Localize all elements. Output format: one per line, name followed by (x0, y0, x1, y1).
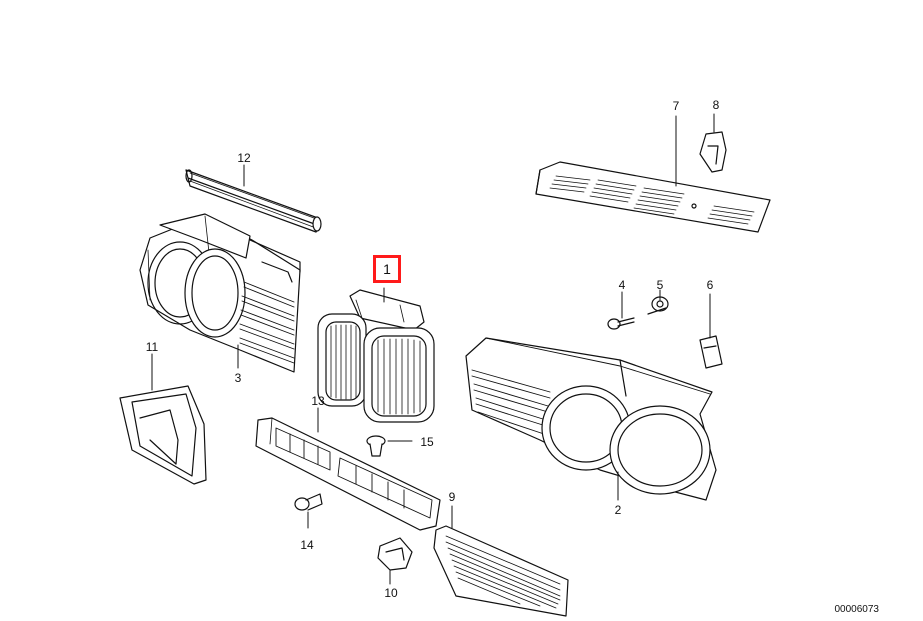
callout-label-part-4: 4 (618, 278, 626, 292)
push-clip-part-14 (295, 494, 322, 528)
screw-part-4 (608, 292, 634, 329)
right-headlight-grille-part-2 (466, 338, 716, 500)
clip-part-6 (700, 294, 722, 368)
callout-label-part-8: 8 (712, 98, 720, 112)
callout-label-part-12: 12 (237, 151, 251, 165)
kidney-grille-part-1 (318, 288, 434, 422)
callout-label-part-2: 2 (614, 503, 622, 517)
callout-label-part-1: 1 (373, 255, 401, 283)
callout-label-part-13: 13 (311, 394, 325, 408)
air-duct-part-11 (120, 354, 206, 484)
callout-label-part-6: 6 (706, 278, 714, 292)
nut-part-5 (648, 290, 668, 314)
callout-label-part-1-text: 1 (383, 261, 391, 277)
bracket-part-10 (378, 538, 412, 584)
callout-label-part-14: 14 (300, 538, 314, 552)
upper-cover-panel-part-7 (536, 116, 770, 232)
left-headlight-grille-part-3 (140, 214, 300, 372)
callout-label-part-11: 11 (145, 340, 159, 354)
callout-label-part-7: 7 (672, 99, 680, 113)
callout-label-part-3: 3 (234, 371, 242, 385)
bracket-clip-part-8 (700, 114, 726, 172)
callout-label-part-15: 15 (420, 435, 434, 449)
callout-label-part-5: 5 (656, 278, 664, 292)
callout-label-part-10: 10 (384, 586, 398, 600)
callout-label-part-9: 9 (448, 490, 456, 504)
seal-strip-part-12 (186, 165, 321, 232)
clip-part-15 (367, 436, 412, 456)
lower-grille-carrier-part-13 (256, 408, 440, 530)
drawing-number: 00006073 (834, 604, 880, 615)
side-vent-grille-part-9 (434, 506, 568, 616)
